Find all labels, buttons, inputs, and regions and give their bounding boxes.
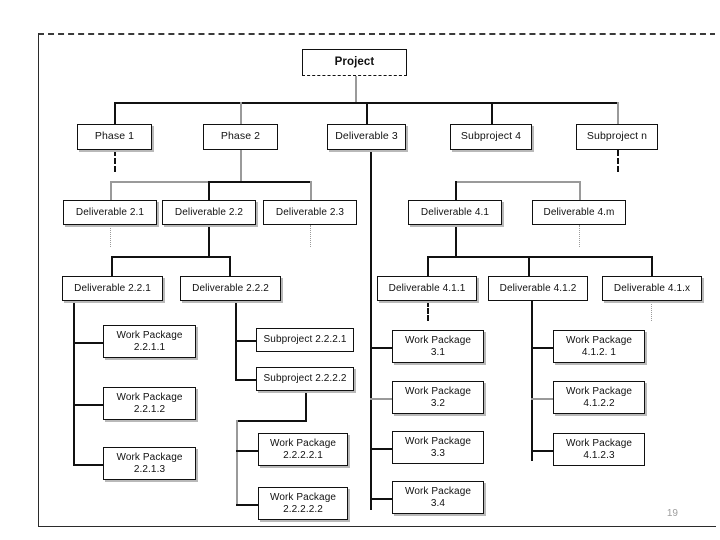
connector-wp22222 [236, 504, 258, 506]
node-deliverable-2-2[interactable]: Deliverable 2.2 [162, 200, 256, 225]
node-phase-2[interactable]: Phase 2 [203, 124, 278, 150]
node-deliverable-2-2-2[interactable]: Deliverable 2.2.2 [180, 276, 281, 301]
trunk-deliverable412 [531, 301, 533, 461]
connector-phase2-bus-right [208, 181, 310, 183]
connector-wp2211 [73, 342, 103, 344]
slide-frame-bottom-border [38, 526, 716, 527]
node-deliverable-4-1-2[interactable]: Deliverable 4.1.2 [488, 276, 588, 301]
connector-wp4123 [531, 450, 553, 452]
connector-phase2-to-bus [240, 150, 242, 182]
connector-wp33 [370, 448, 392, 450]
node-subproject-n[interactable]: Subproject n [576, 124, 658, 150]
connector-deliverable22-bus [111, 256, 230, 258]
node-work-package-2-2-1-1[interactable]: Work Package 2.2.1.1 [103, 325, 196, 358]
connector-subproject4-down [491, 102, 493, 124]
connector-wp32 [370, 398, 392, 400]
connector-wp34 [370, 498, 392, 500]
stub-subprojectn-dashed [617, 150, 619, 172]
node-deliverable-2-3[interactable]: Deliverable 2.3 [263, 200, 357, 225]
node-subproject-4[interactable]: Subproject 4 [450, 124, 532, 150]
connector-subproject4-bus [455, 181, 580, 183]
node-deliverable-4-m[interactable]: Deliverable 4.m [532, 200, 626, 225]
node-project[interactable]: Project [302, 49, 407, 76]
stub-deliverable23-dotted [310, 225, 311, 247]
page-number: 19 [666, 508, 678, 519]
connector-deliverable41-bus [427, 256, 652, 258]
connector-deliverable222-down [229, 256, 231, 276]
node-deliverable-3[interactable]: Deliverable 3 [327, 124, 406, 150]
node-deliverable-2-2-1[interactable]: Deliverable 2.2.1 [62, 276, 163, 301]
connector-wp4121 [531, 347, 553, 349]
connector-subproject2222-down [305, 391, 307, 421]
node-work-package-3-3[interactable]: Work Package 3.3 [392, 431, 484, 464]
connector-deliverable221-down [111, 256, 113, 276]
connector-deliverable412-down [528, 256, 530, 276]
connector-deliverable41x-down [651, 256, 653, 276]
connector-phase2-down [240, 102, 242, 124]
stub-deliverable41x-dotted [651, 301, 652, 321]
trunk-subproject2222 [236, 420, 238, 506]
connector-deliverable21-down [110, 181, 112, 200]
node-work-package-3-1[interactable]: Work Package 3.1 [392, 330, 484, 363]
stub-deliverable411-dashed [427, 301, 429, 321]
node-work-package-4-1-2-3[interactable]: Work Package 4.1.2.3 [553, 433, 645, 466]
connector-wp22221 [236, 450, 258, 452]
connector-deliverable3-down [366, 102, 368, 124]
connector-subproject2221 [235, 340, 256, 342]
node-work-package-4-1-2-1[interactable]: Work Package 4.1.2. 1 [553, 330, 645, 363]
stub-phase1-dashed [114, 150, 116, 172]
connector-wp4122 [531, 398, 553, 400]
node-work-package-2-2-1-3[interactable]: Work Package 2.2.1.3 [103, 447, 196, 480]
connector-level1-bus-left [115, 102, 368, 104]
trunk-deliverable221 [73, 301, 75, 466]
connector-deliverable22-to-bus [208, 225, 210, 257]
connector-deliverable23-down [310, 181, 312, 200]
node-phase-1[interactable]: Phase 1 [77, 124, 152, 150]
connector-deliverable22-down [208, 181, 210, 200]
node-subproject-2-2-2-2[interactable]: Subproject 2.2.2.2 [256, 367, 354, 391]
node-work-package-4-1-2-2[interactable]: Work Package 4.1.2.2 [553, 381, 645, 414]
connector-phase2-bus-left [110, 181, 241, 183]
node-work-package-3-2[interactable]: Work Package 3.2 [392, 381, 484, 414]
node-deliverable-4-1-x[interactable]: Deliverable 4.1.x [602, 276, 702, 301]
node-work-package-2-2-1-2[interactable]: Work Package 2.2.1.2 [103, 387, 196, 420]
node-work-package-3-4[interactable]: Work Package 3.4 [392, 481, 484, 514]
connector-deliverable4m-down [579, 181, 581, 200]
slide-frame-right-border [715, 33, 716, 526]
connector-subproject2222 [235, 379, 256, 381]
node-deliverable-4-1[interactable]: Deliverable 4.1 [408, 200, 502, 225]
connector-wp2212 [73, 404, 103, 406]
connector-phase1-down [114, 102, 116, 124]
node-work-package-2-2-2-2-1[interactable]: Work Package 2.2.2.2.1 [258, 433, 348, 466]
stub-deliverable4m-dotted [579, 225, 580, 247]
node-deliverable-2-1[interactable]: Deliverable 2.1 [63, 200, 157, 225]
slide-frame-top-border [38, 33, 716, 35]
connector-deliverable41-down [455, 181, 457, 200]
connector-wp2213 [73, 464, 103, 466]
trunk-deliverable3 [370, 150, 372, 510]
connector-subproject2222-bus [236, 420, 307, 422]
node-deliverable-4-1-1[interactable]: Deliverable 4.1.1 [377, 276, 477, 301]
connector-deliverable41-to-bus [455, 225, 457, 257]
connector-root-down [355, 76, 357, 103]
slide-frame-left-border [38, 33, 39, 526]
connector-deliverable411-down [427, 256, 429, 276]
stub-deliverable21-dotted [110, 225, 111, 247]
connector-subprojectn-down [617, 102, 619, 124]
node-subproject-2-2-2-1[interactable]: Subproject 2.2.2.1 [256, 328, 354, 352]
node-work-package-2-2-2-2-2[interactable]: Work Package 2.2.2.2.2 [258, 487, 348, 520]
connector-wp31 [370, 347, 392, 349]
